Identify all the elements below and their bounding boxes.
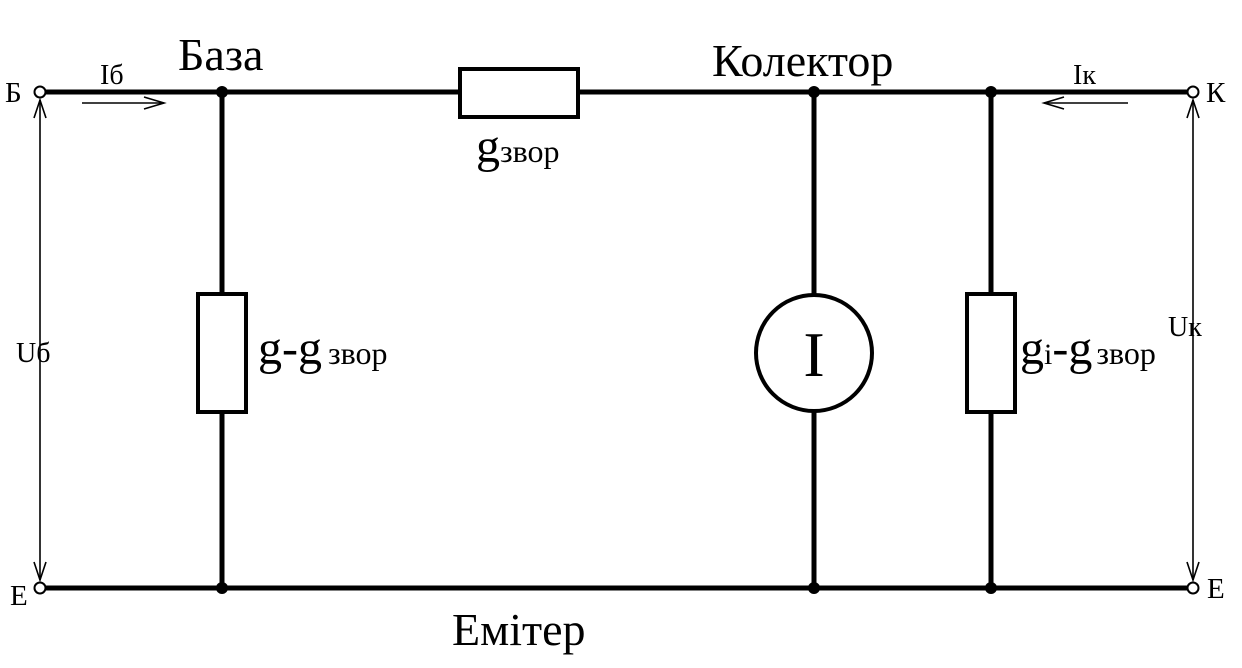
base-voltage-label: Uб (16, 338, 50, 369)
base-terminal-label: Б (5, 77, 22, 109)
collector-node-label: Колектор (712, 35, 893, 86)
collector-terminal-label: К (1206, 77, 1226, 109)
current-source-label: I (803, 319, 824, 390)
junction-dot (985, 86, 997, 98)
collector-terminal (1186, 85, 1200, 99)
collector-voltage-arrow (1186, 97, 1200, 583)
junction-dot (808, 86, 820, 98)
base-terminal (33, 85, 47, 99)
junction-dot (808, 582, 820, 594)
emitter-terminal-left-label: Е (10, 580, 28, 612)
base-node-label: База (178, 29, 263, 80)
emitter-terminal-right-label: Е (1207, 573, 1225, 605)
base-shunt-resistor (196, 292, 248, 414)
series-resistor-label: gзвор (476, 120, 560, 173)
emitter-terminal-left (33, 581, 47, 595)
emitter-terminal-right (1186, 581, 1200, 595)
junction-dot (216, 86, 228, 98)
series-resistor (458, 67, 580, 119)
emitter-node-label: Емітер (452, 604, 586, 655)
collector-voltage-label: Uк (1168, 312, 1202, 343)
collector-shunt-resistor (965, 292, 1017, 414)
collector-current-label: Iк (1073, 60, 1096, 91)
junction-dot (216, 582, 228, 594)
base-current-arrow (82, 96, 167, 110)
current-source (754, 293, 874, 413)
collector-current-arrow (1041, 96, 1128, 110)
base-current-label: Iб (100, 60, 124, 91)
junction-dot (985, 582, 997, 594)
base-voltage-arrow (33, 97, 47, 583)
